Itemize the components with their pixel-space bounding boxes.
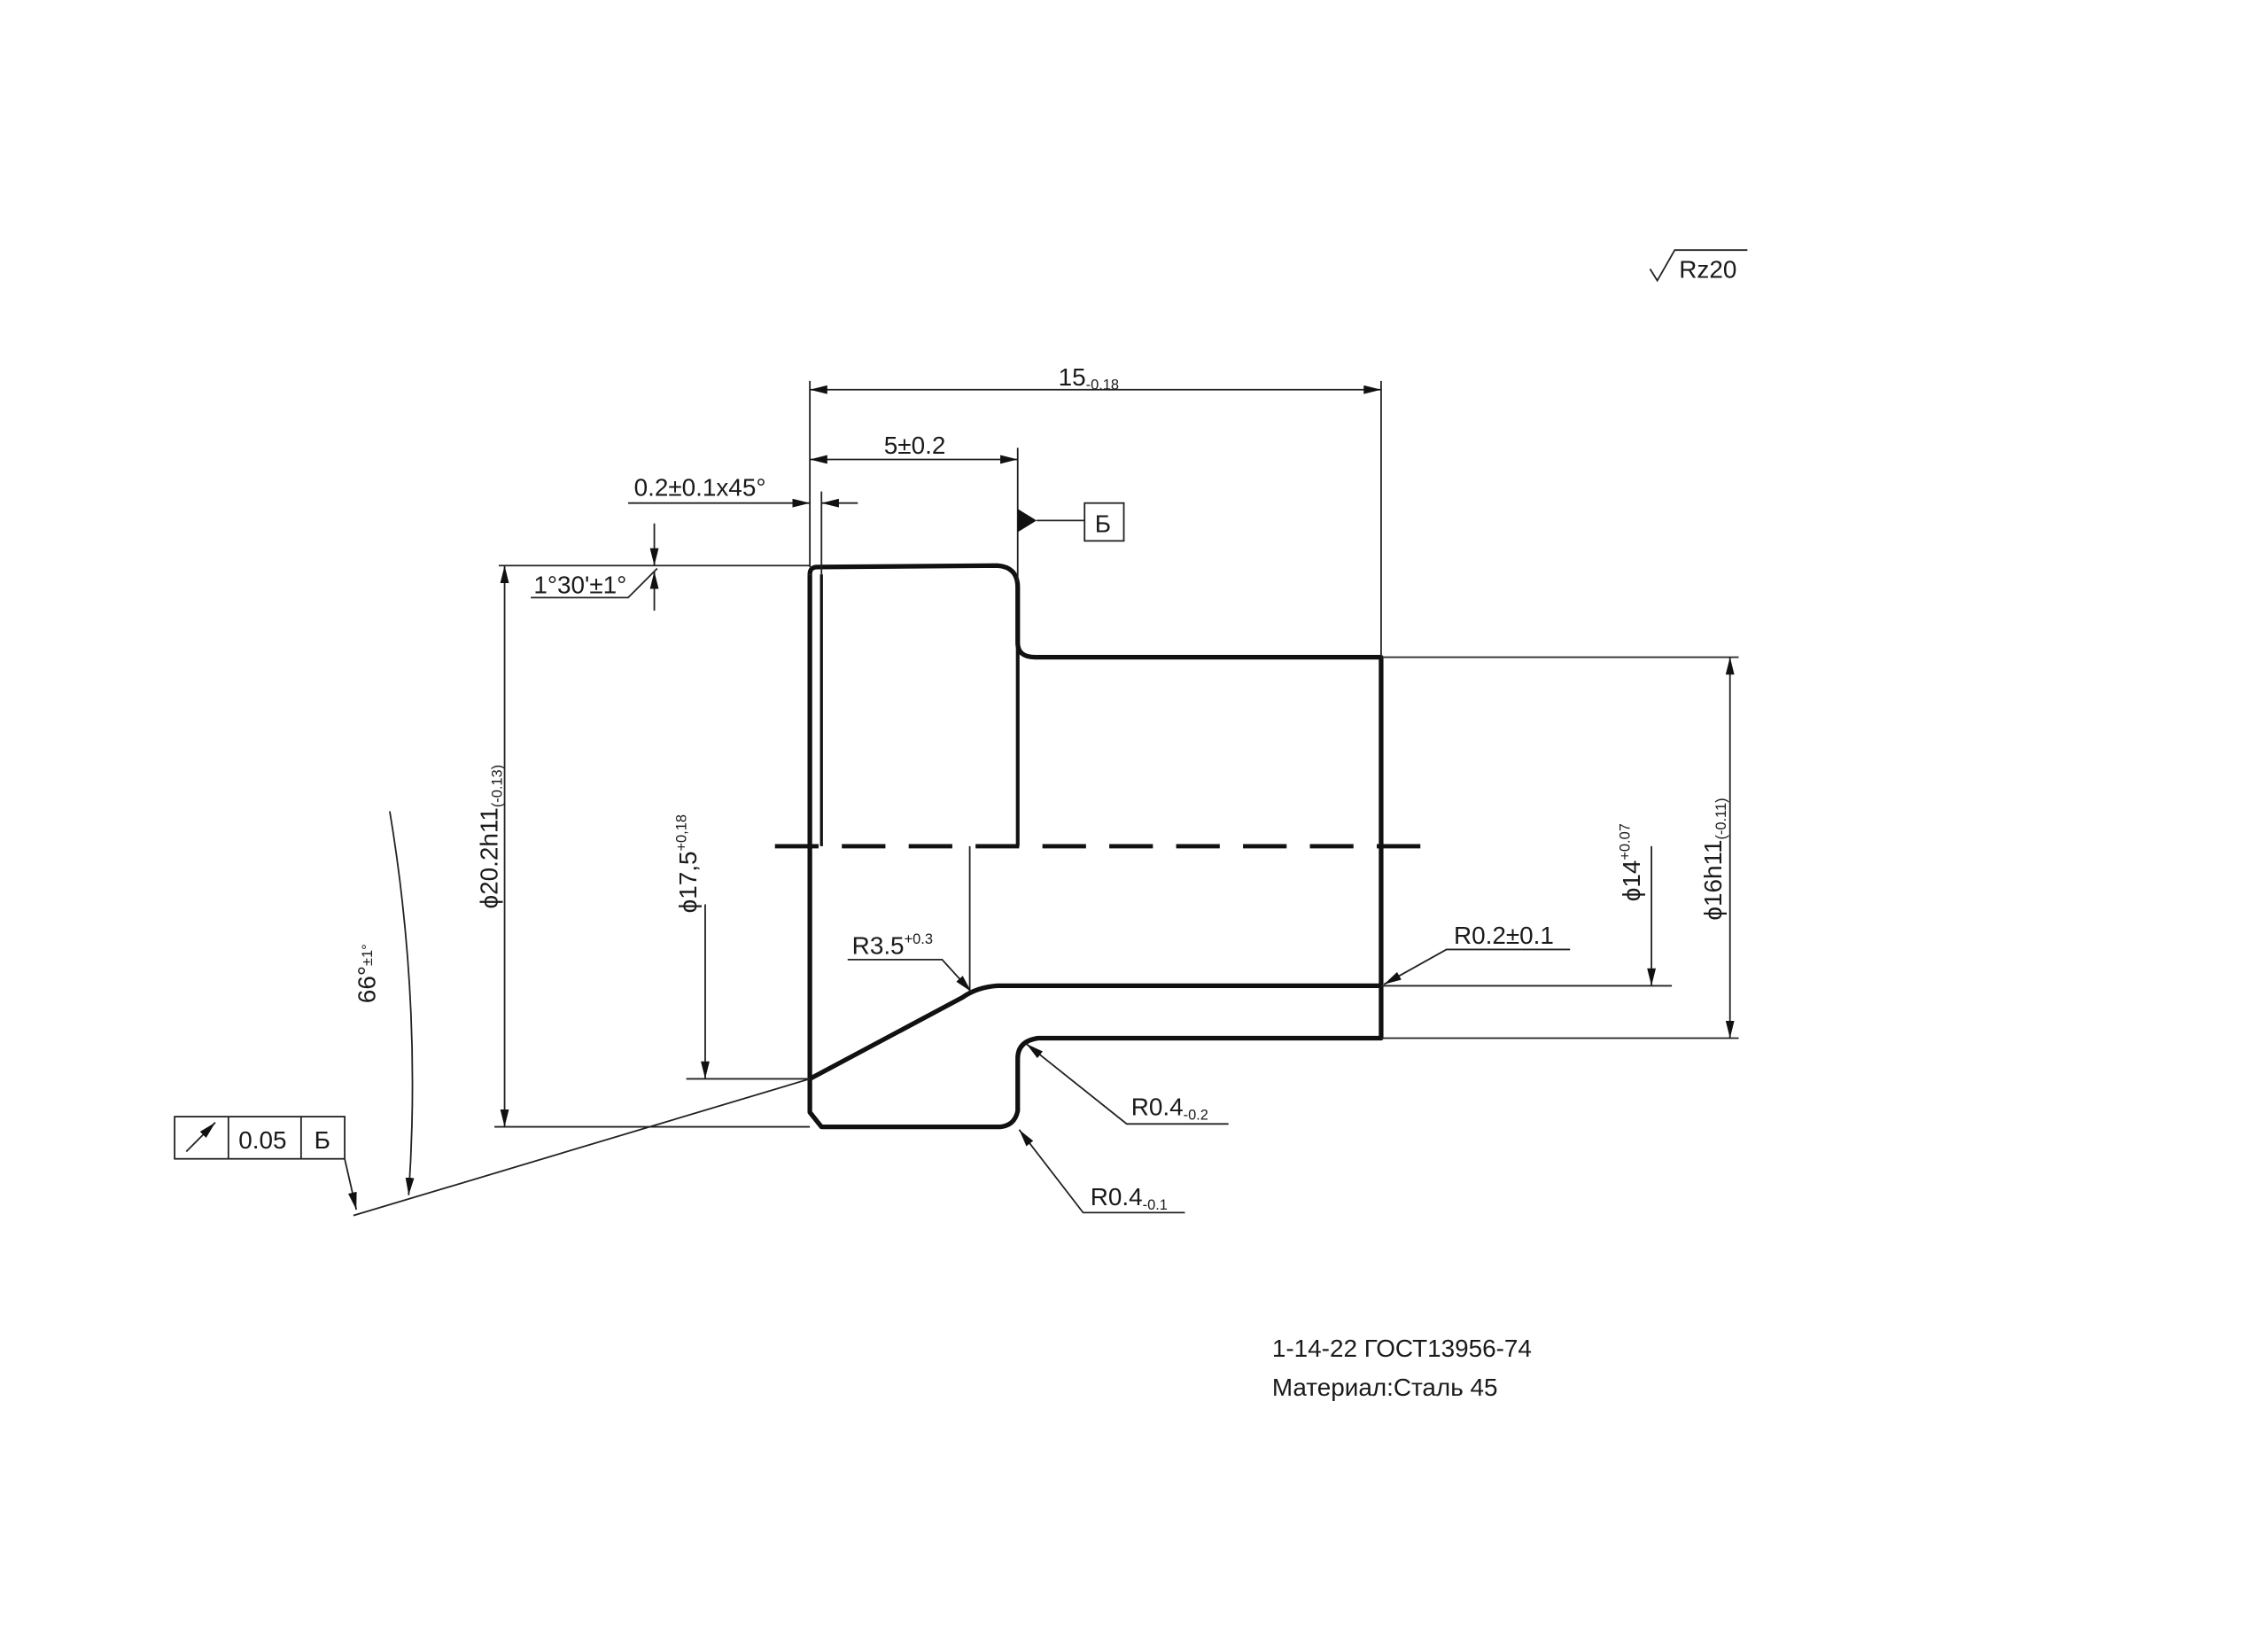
hatched-section	[807, 983, 1384, 1130]
part-outline	[774, 563, 1433, 1130]
end-radius-label: R0.2±0.1	[1454, 922, 1554, 949]
svg-text:Б: Б	[1095, 510, 1111, 538]
runout-arrow-icon	[185, 1122, 216, 1153]
chamfer-dimension: 0.2±0.1x45°	[634, 473, 766, 501]
roughness-label: Rz20	[1679, 255, 1736, 283]
datum-b: Б	[1017, 502, 1125, 542]
inner-diameter-dimension: ϕ14+0.07	[1617, 823, 1644, 901]
outer-corner-radius-label: R0.4-0.1	[1091, 1183, 1168, 1213]
bore-diameter-dimension: ϕ17,5+0,18	[674, 814, 702, 913]
flange-length-dimension: 5±0.2	[884, 432, 946, 459]
svg-text:Б: Б	[315, 1126, 330, 1154]
outer-diameter-dimension: ϕ16h11(-0.11)	[1699, 798, 1729, 920]
cone-radius-label: R3.5+0.3	[852, 931, 933, 959]
standard-note: 1-14-22 ГОСТ13956-74	[1272, 1335, 1532, 1362]
cone-angle-dimension: 66°±1°	[353, 944, 381, 1003]
runout-tolerance-frame: 0.05 Б	[174, 1116, 358, 1211]
overall-length-dimension: 15-0.18	[1059, 363, 1119, 393]
svg-text:0.05: 0.05	[238, 1126, 286, 1154]
taper-angle-dimension: 1°30'±1°	[533, 571, 626, 598]
material-note: Материал:Сталь 45	[1272, 1374, 1498, 1401]
outer-flange-diameter-dimension: ϕ20.2h11(-0.13)	[475, 765, 505, 909]
inner-fillet-radius-label: R0.4-0.2	[1131, 1093, 1208, 1123]
surface-roughness-symbol: Rz20	[1649, 249, 1748, 283]
